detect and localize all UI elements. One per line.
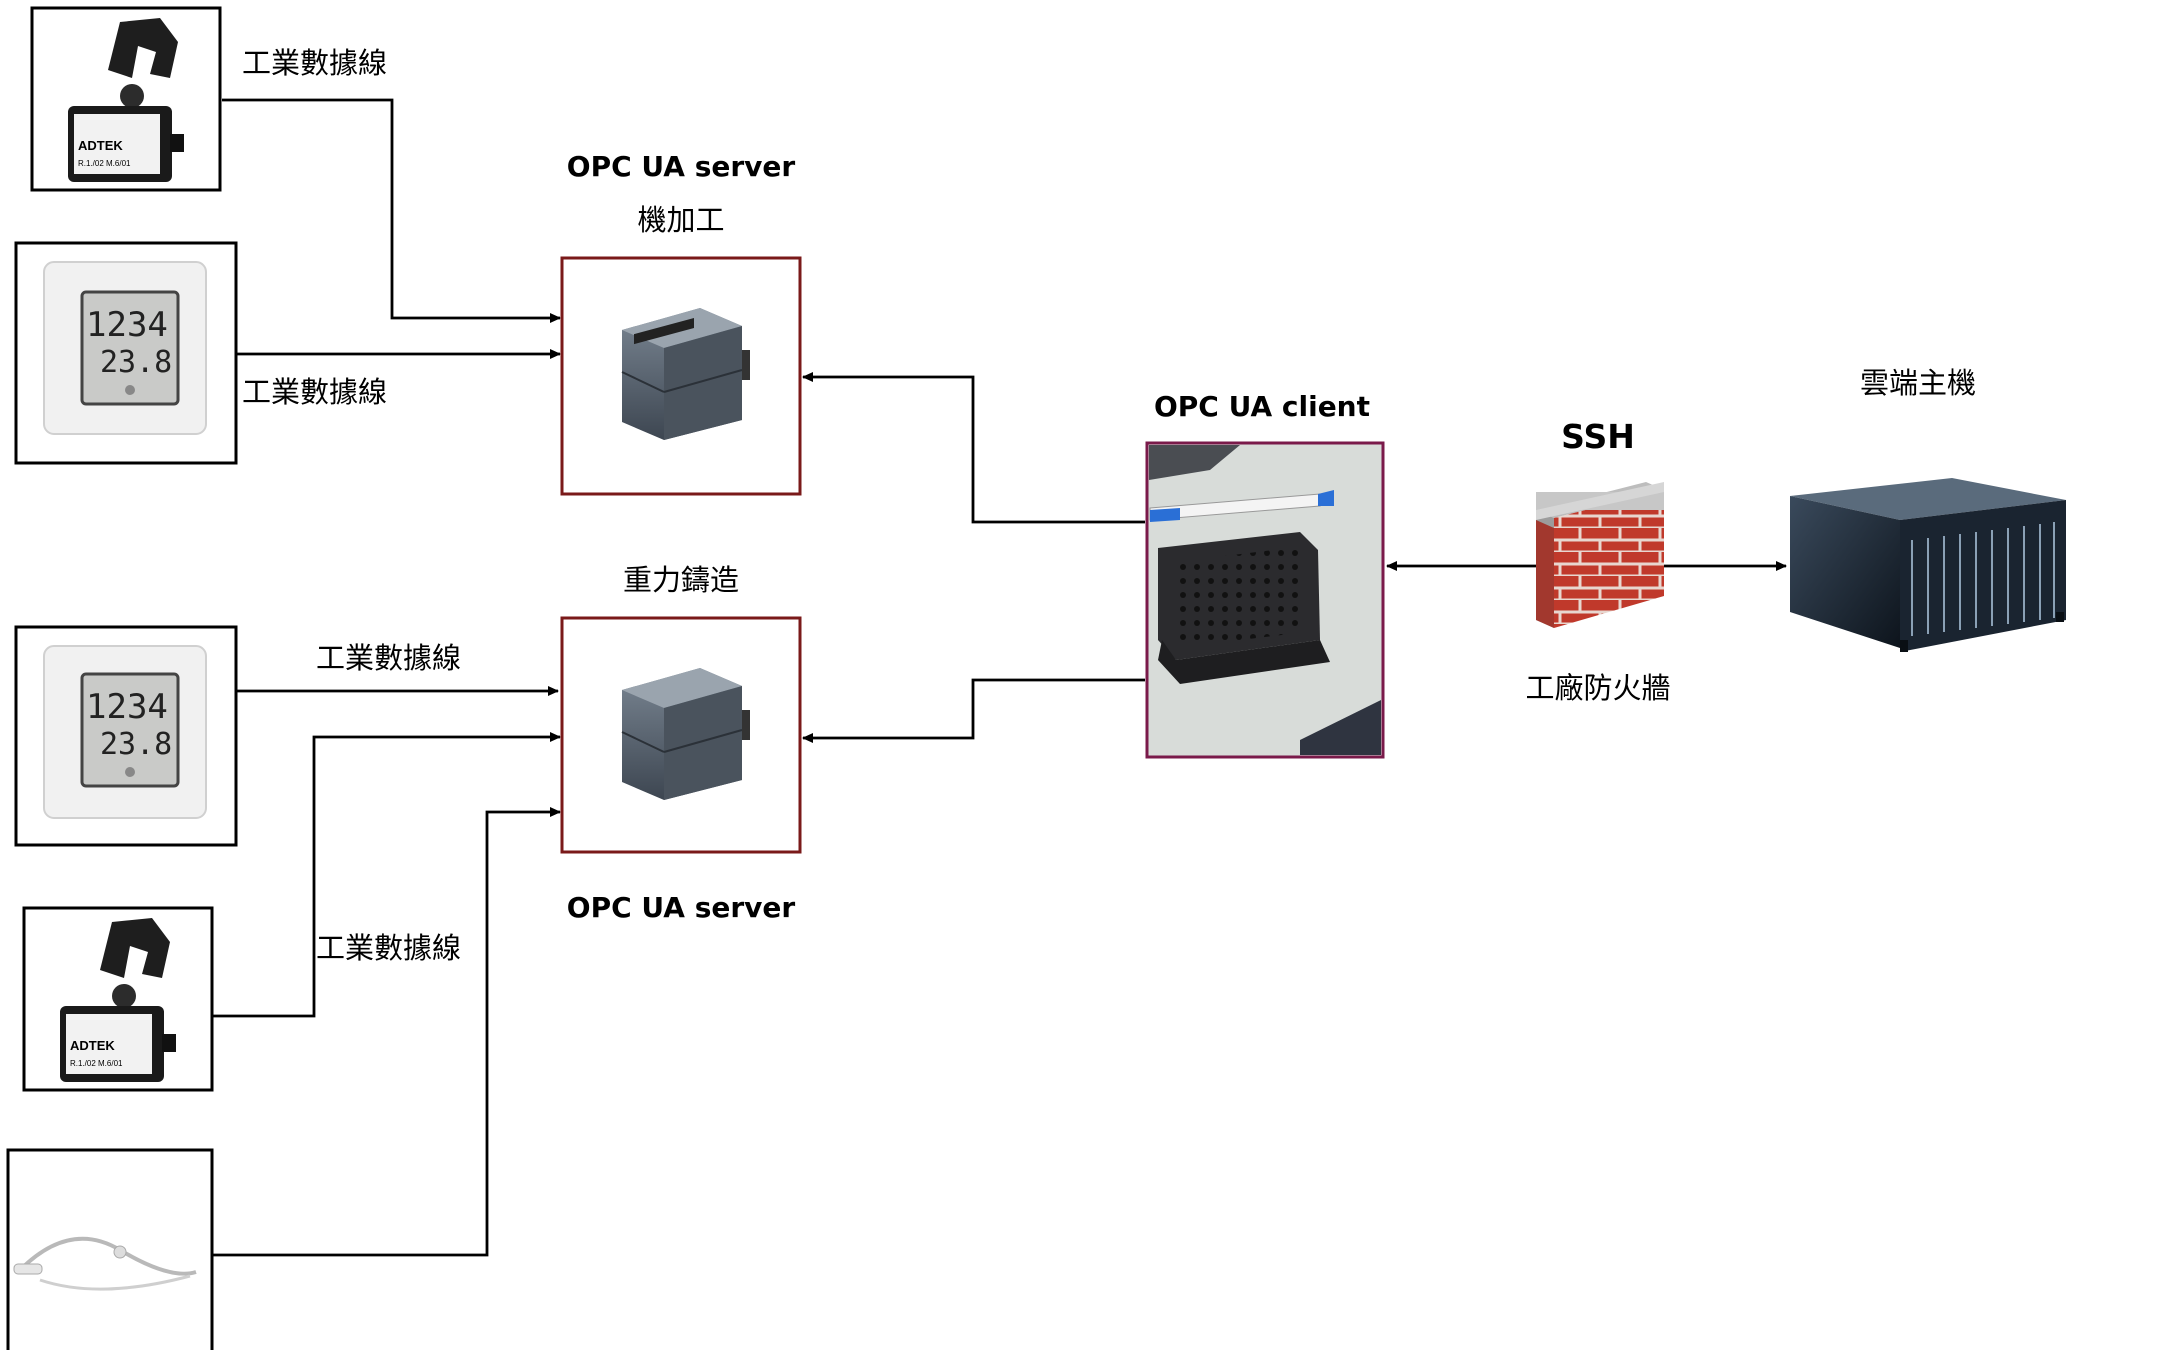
- opc-server-top-title: OPC UA server: [567, 150, 796, 183]
- current-sensor-top: ADTEK R.1./02 M.6/01: [30, 6, 222, 192]
- current-sensor-bottom-brand: ADTEK: [70, 1038, 115, 1053]
- firewall-label: 工廠防火牆: [1525, 671, 1670, 705]
- labels: 工業數據線 工業數據線 工業數據線 工業數據線 OPC UA server 機加…: [242, 46, 1976, 965]
- current-sensor-bottom-code: R.1./02 M.6/01: [70, 1059, 123, 1068]
- clamp-icon: [100, 918, 170, 978]
- clamp-icon: [108, 18, 178, 78]
- opc-client: [1145, 441, 1385, 759]
- opc-server-bottom-title: OPC UA server: [567, 891, 796, 924]
- wire-bot-sensor3: [212, 807, 561, 1257]
- firewall-icon: [1536, 482, 1664, 628]
- thermo-top-digits-2: 23.8: [100, 345, 172, 380]
- wire-client-top-server: [802, 372, 1145, 524]
- cable-label-bottom-1: 工業數據線: [316, 641, 461, 675]
- opc-server-top: [560, 256, 802, 496]
- cable-label-top-1: 工業數據線: [242, 46, 387, 80]
- cable-label-top-2: 工業數據線: [242, 375, 387, 409]
- thermo-hygrometer-bottom: 1234 23.8: [14, 625, 238, 847]
- thermo-top-digits-1: 1234: [86, 305, 168, 345]
- thermo-bottom-digits-2: 23.8: [100, 727, 172, 762]
- cable-label-bottom-2: 工業數據線: [316, 931, 461, 965]
- thermo-bottom-digits-1: 1234: [86, 687, 168, 727]
- cloud-host-icon: [1790, 478, 2066, 652]
- wire-bot-sensor2: [213, 732, 561, 1018]
- mini-pc-icon: [1158, 532, 1330, 684]
- pen-icon: [1149, 490, 1334, 522]
- current-sensor-top-brand: ADTEK: [78, 138, 123, 153]
- ssh-label: SSH: [1561, 417, 1635, 456]
- opc-client-title: OPC UA client: [1154, 390, 1370, 423]
- thermocouple-frame: [6, 1148, 214, 1350]
- plc-icon: [621, 668, 750, 800]
- wire-client-bot-server: [802, 678, 1145, 743]
- current-sensor-bottom: ADTEK R.1./02 M.6/01: [22, 906, 214, 1092]
- thermocouple-sensor: [6, 1148, 214, 1350]
- plc-icon: [621, 308, 750, 440]
- opc-server-bottom-subtitle: 重力鑄造: [623, 563, 739, 597]
- connector-lines: [212, 98, 1787, 1257]
- thermo-hygrometer-top: 1234 23.8: [14, 241, 238, 465]
- opc-server-bottom: [560, 616, 802, 854]
- opc-server-top-subtitle: 機加工: [637, 203, 724, 237]
- wire-top-sensor1: [222, 98, 561, 323]
- cloud-host-label: 雲端主機: [1860, 366, 1976, 400]
- current-sensor-top-code: R.1./02 M.6/01: [78, 159, 131, 168]
